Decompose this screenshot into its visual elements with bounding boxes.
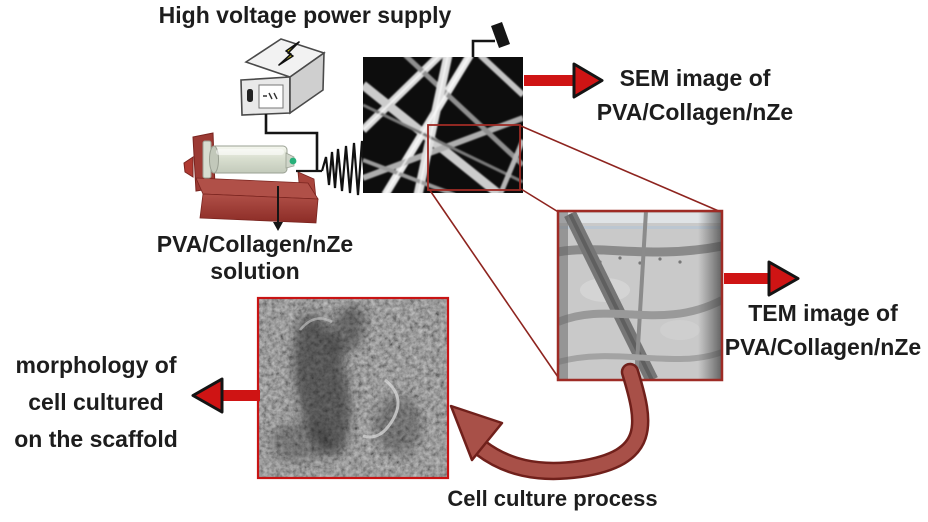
sem-label-line1: SEM image of xyxy=(619,65,771,91)
tem-nanofiber-micrograph xyxy=(556,209,724,382)
cell-morphology-label: morphology of cell cultured on the scaff… xyxy=(2,347,190,458)
tem-label-line1: TEM image of xyxy=(748,300,898,326)
cell-on-scaffold-micrograph xyxy=(256,296,450,480)
pump-base-front xyxy=(199,193,319,224)
cell-culture-process-label: Cell culture process xyxy=(447,486,658,511)
syringe-with-needle xyxy=(202,140,322,179)
callout-line-top xyxy=(520,125,722,213)
sem-nanofiber-micrograph xyxy=(363,57,523,193)
syringe-pump xyxy=(183,132,322,224)
title-high-voltage-power-supply: High voltage power supply xyxy=(158,2,452,28)
sem-label-line2: PVA/Collagen/nZe xyxy=(596,99,794,125)
lightning-bolt-icon xyxy=(278,41,300,66)
callout-line-mid xyxy=(520,188,561,214)
tem-arrow xyxy=(724,260,800,297)
morphology-label-line1: morphology of xyxy=(15,352,177,378)
magnification-callout xyxy=(427,124,722,378)
ground-electrode-symbol xyxy=(471,22,510,57)
sem-arrow xyxy=(524,62,604,99)
high-voltage-wire xyxy=(264,114,319,171)
solution-label: PVA/Collagen/nZe solution xyxy=(156,231,354,284)
needle-hub xyxy=(289,157,297,165)
morphology-label-line2: cell cultured xyxy=(28,389,164,415)
magnification-callout-box xyxy=(427,124,521,191)
cell-culture-curved-arrow xyxy=(449,362,650,481)
morphology-label-line3: on the scaffold xyxy=(14,426,178,452)
electrospinning-whipping-jet-zigzag xyxy=(320,140,366,196)
power-switch-slot xyxy=(247,89,253,102)
solution-pointer-line xyxy=(273,186,283,231)
pump-knob xyxy=(183,156,194,178)
tem-image-label: TEM image of PVA/Collagen/nZe xyxy=(718,296,928,364)
morphology-arrow xyxy=(191,377,260,414)
callout-line-bottom xyxy=(428,188,559,378)
sem-image-label: SEM image of PVA/Collagen/nZe xyxy=(578,61,812,129)
power-supply xyxy=(240,38,326,116)
tem-label-line2: PVA/Collagen/nZe xyxy=(724,334,922,360)
